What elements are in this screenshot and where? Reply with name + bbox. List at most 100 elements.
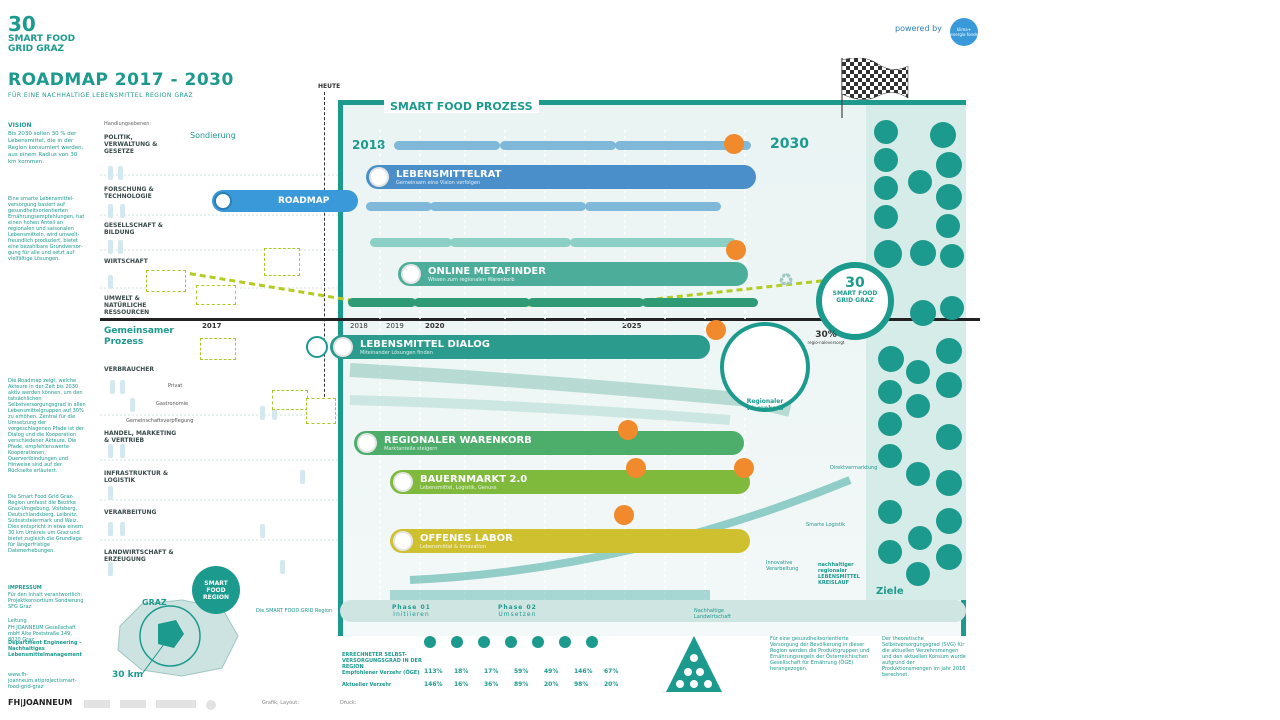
person-icon xyxy=(108,240,113,254)
region-badge-3: REGION xyxy=(203,593,229,601)
lebensmittelrat-sub: Gemeinsam eine Vision verfolgen xyxy=(396,179,481,186)
region-text: Die Smart Food Grid Graz-Region umfasst … xyxy=(8,494,83,554)
goal-node xyxy=(940,244,964,268)
person-icon xyxy=(272,406,277,420)
smart-food-text: Eine smarte Lebensmittel-versorgung basi… xyxy=(8,196,85,262)
goal-node xyxy=(940,296,964,320)
url-text[interactable]: www.fh-joanneum.at/project/smart-food-gr… xyxy=(8,672,77,690)
partner-logo xyxy=(206,700,216,710)
milestone-dot xyxy=(614,505,634,525)
region-map-shape xyxy=(117,599,239,677)
credits-graphics: Grafik, Layout: xyxy=(262,700,299,706)
stakeholder-gesellschaft: GESELLSCHAFT & BILDUNG xyxy=(104,222,163,236)
food-icon xyxy=(478,636,490,648)
department-text: Department Engineering – Nachhaltiges Le… xyxy=(8,640,82,658)
bar-forschung-1 xyxy=(366,202,432,211)
bar-umwelt-2 xyxy=(414,298,530,307)
tick-2020: 2020 xyxy=(425,322,445,330)
milestone-dot xyxy=(626,458,646,478)
goal-node xyxy=(908,526,932,550)
fh-joanneum-logo: FH|JOANNEUM xyxy=(8,698,73,707)
goal-node xyxy=(936,372,962,398)
warenkorb-label: Regionaler Warenkorb xyxy=(746,398,784,412)
stakeholder-infrastruktur: INFRASTRUKTUR & LOGISTIK xyxy=(104,470,169,484)
lebensmittelrat-icon xyxy=(369,167,389,187)
footnote-1: Für eine gesundheitsorientierte Versorgu… xyxy=(770,636,870,672)
recycle-icon: ♻ xyxy=(778,270,795,291)
stakeholder-landwirtschaft: LANDWIRTSCHAFT & ERZEUGUNG xyxy=(104,549,174,563)
grid-number: 30 xyxy=(845,275,865,291)
logo-line2: GRID GRAZ xyxy=(8,44,65,54)
person-icon xyxy=(108,522,113,536)
person-icon xyxy=(108,562,113,576)
finish-flag-icon xyxy=(841,58,909,118)
page-title: ROADMAP 2017 - 2030 xyxy=(8,70,234,90)
bar-forschung-2 xyxy=(430,202,586,211)
goal-node xyxy=(910,240,936,266)
cell: 67% xyxy=(604,668,619,675)
person-icon xyxy=(120,522,125,536)
sfg-region-label: Die SMART FOOD GRID Region xyxy=(256,608,333,614)
phase1-sub: Initiieren xyxy=(393,611,430,618)
table-heading: ERRECHNETER SELBST-VERSORGUNGSGRAD IN DE… xyxy=(342,652,422,670)
credits-print: Druck: xyxy=(340,700,357,706)
consumer-gemeinschaft: Gemeinschaftsverpflegung xyxy=(126,418,194,424)
goal-node xyxy=(906,562,930,586)
stakeholder-handel: HANDEL, MARKETING & VERTRIEB xyxy=(104,430,177,444)
food-icon xyxy=(532,636,544,648)
partner-logo xyxy=(156,700,196,708)
consumer-gastronomie: Gastronomie xyxy=(156,401,189,407)
phase2-sub: Umsetzen xyxy=(498,611,537,618)
person-icon xyxy=(120,444,125,458)
heute-label: HEUTE xyxy=(318,83,341,90)
goal-node xyxy=(936,338,962,364)
tick-2017: 2017 xyxy=(202,322,222,330)
goal-node xyxy=(878,346,904,372)
cell: 49% xyxy=(544,668,559,675)
grid-graz-badge: 30 SMART FOOD GRID GRAZ xyxy=(816,262,894,340)
partner-logo xyxy=(84,700,110,708)
goal-node xyxy=(874,240,902,268)
sondierung-label: Sondierung xyxy=(190,131,236,140)
goal-node xyxy=(874,148,898,172)
percent-value: 30% xyxy=(815,330,837,340)
food-icon xyxy=(559,636,571,648)
powered-by-label: powered by xyxy=(895,24,942,33)
person-icon xyxy=(118,166,123,180)
dialog-icon xyxy=(333,337,353,357)
lead-heading: Leitung xyxy=(8,618,27,624)
smart-food-region-badge: SMART FOOD REGION xyxy=(192,566,240,614)
stakeholder-verbraucher: VERBRAUCHER xyxy=(104,366,155,373)
person-icon xyxy=(260,406,265,420)
smart-logistik-label: Smarte Logistik xyxy=(806,522,845,528)
cell: 36% xyxy=(484,681,499,688)
food-icon xyxy=(505,636,517,648)
person-icon xyxy=(120,380,125,394)
note-box xyxy=(200,338,236,360)
stakeholder-politik: POLITIK, VERWALTUNG & GESETZE xyxy=(104,134,158,155)
partner-logo xyxy=(120,700,146,708)
clock-icon xyxy=(306,336,328,358)
tick-2025: 2025 xyxy=(622,322,642,330)
milestone-dot xyxy=(706,320,726,340)
warenkorb-circle xyxy=(720,322,810,412)
goal-node xyxy=(878,444,902,468)
percent-label: 30% regio-naleversorgt xyxy=(806,330,846,345)
cell: 16% xyxy=(454,681,469,688)
person-icon xyxy=(260,524,265,538)
bauernmarkt-icon xyxy=(393,472,413,492)
row2-label: Aktueller Verzehr xyxy=(342,682,392,688)
sponsor-name: klima+ energie fonds xyxy=(950,27,978,37)
nachhaltige-lw-label: Nachhaltige Landwirtschaft xyxy=(694,608,731,620)
row1-values: 113% 18% 17% 59% 49% 146% 67% xyxy=(424,668,622,675)
common-process-label: Gemeinsamer Prozess xyxy=(104,326,174,347)
roadmap-pill[interactable]: ROADMAP xyxy=(212,190,358,212)
cell: 98% xyxy=(574,681,589,688)
region-badge-1: SMART xyxy=(204,579,228,587)
